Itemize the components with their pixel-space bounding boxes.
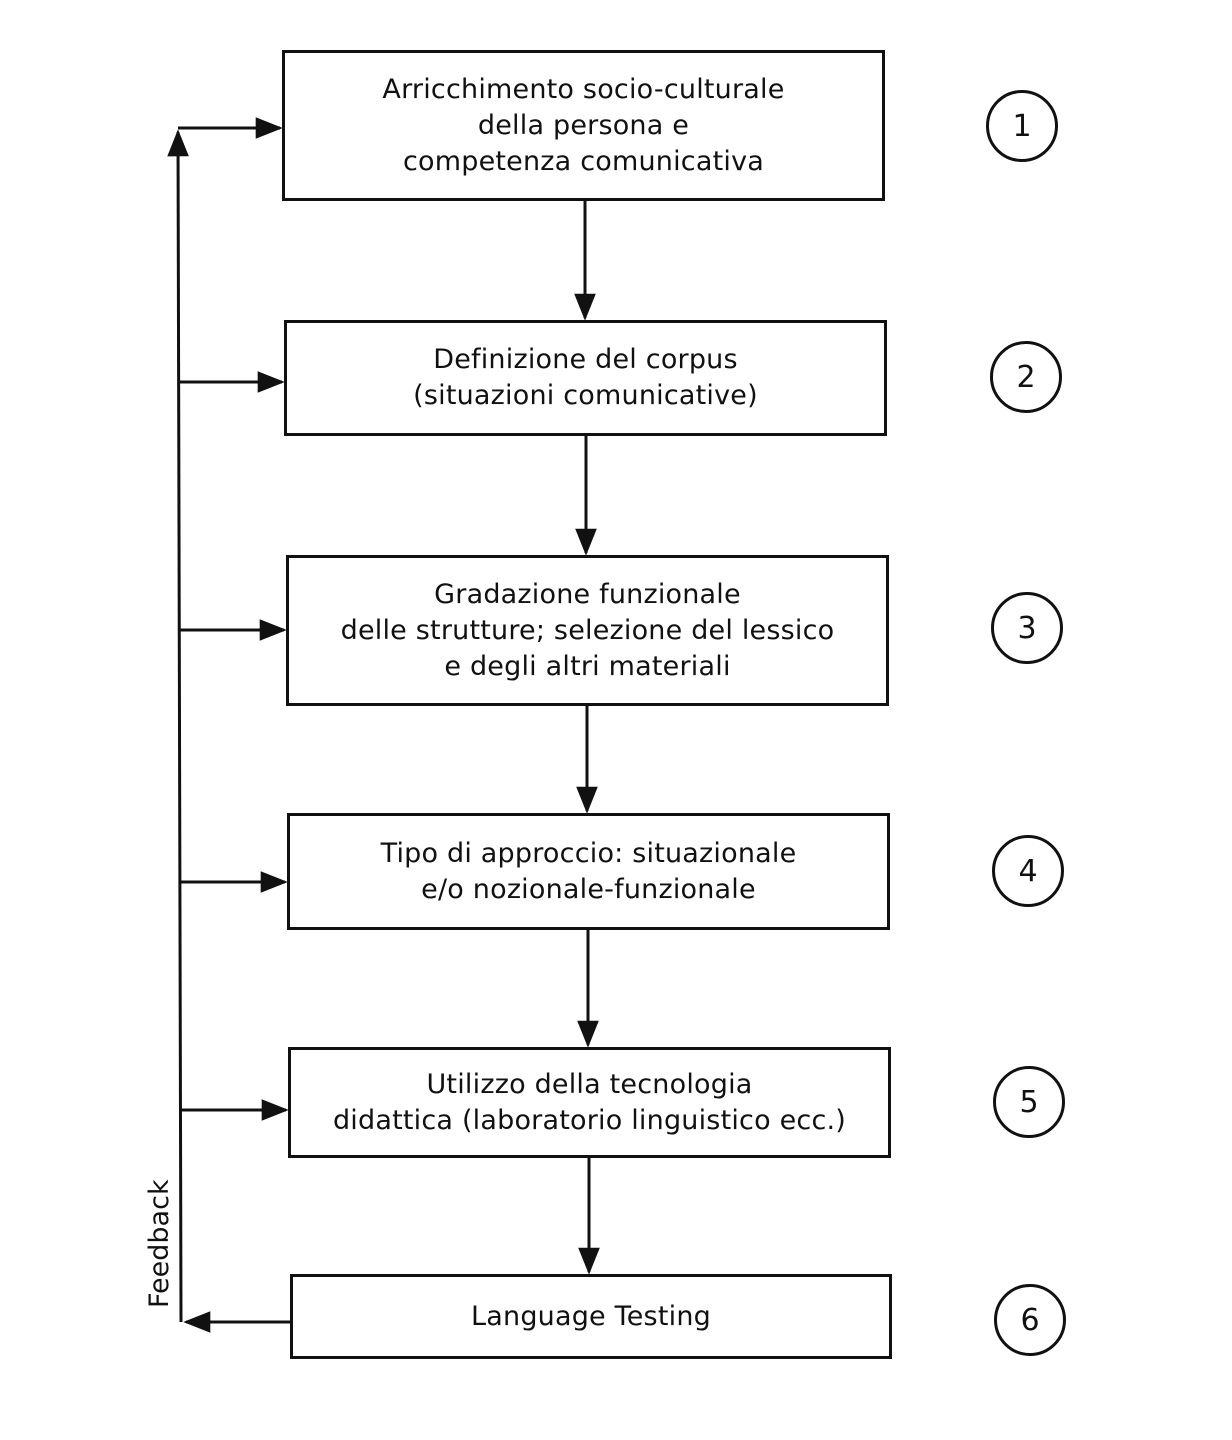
step-box-6: Language Testing <box>290 1274 892 1359</box>
step-2-line-1: Definizione del corpus <box>433 344 738 375</box>
step-1-line-1: Arricchimento socio-culturale <box>382 73 785 105</box>
step-5-line-1: Utilizzo della tecnologia <box>426 1068 753 1100</box>
step-number-6: 6 <box>994 1284 1066 1356</box>
step-4-line-2: e/o nozionale-funzionale <box>421 873 756 905</box>
step-3-line-2: delle strutture; selezione del lessico <box>340 614 835 646</box>
step-number-5: 5 <box>993 1066 1065 1138</box>
step-number-4: 4 <box>992 835 1064 907</box>
step-3-line-3: e degli altri materiali <box>444 650 731 682</box>
step-box-2: Definizione del corpus (situazioni comun… <box>284 320 887 436</box>
step-3-line-1: Gradazione funzionale <box>434 578 741 610</box>
step-number-3: 3 <box>991 592 1063 664</box>
step-box-4: Tipo di approccio: situazionale e/o nozi… <box>287 813 890 930</box>
step-box-1: Arricchimento socio-culturale della pers… <box>282 50 885 201</box>
step-4-line-1: Tipo di approccio: situazionale <box>380 837 797 869</box>
step-box-3: Gradazione funzionale delle strutture; s… <box>286 555 889 706</box>
step-number-2: 2 <box>990 341 1062 413</box>
step-number-1: 1 <box>986 90 1058 162</box>
feedback-vertical-line <box>167 129 189 1323</box>
step-1-line-3: competenza comunicativa <box>402 145 765 177</box>
feedback-label: Feedback <box>144 1179 175 1308</box>
step-6-line-1: Language Testing <box>471 1300 711 1332</box>
step-2-line-2: (situazioni comunicative) <box>413 380 758 411</box>
step-5-line-2: didattica (laboratorio linguistico ecc.) <box>332 1104 847 1136</box>
step-box-5: Utilizzo della tecnologia didattica (lab… <box>288 1047 891 1158</box>
step-1-line-2: della persona e <box>477 109 690 141</box>
